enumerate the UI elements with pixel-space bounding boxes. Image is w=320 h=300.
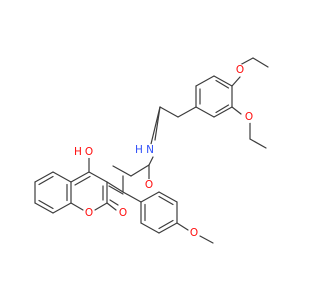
svg-text:H: H	[135, 144, 143, 156]
svg-text:O: O	[119, 207, 127, 219]
central-carbon-bonds	[106, 175, 142, 203]
svg-text:O: O	[245, 111, 253, 123]
methoxyphenyl-ring	[140, 191, 178, 234]
atom-h-hydroxy: H	[73, 146, 83, 158]
svg-text:O: O	[145, 179, 153, 191]
molecule-structure-diagram: O O N H O O H O O O	[34, 57, 269, 244]
atom-o-ethoxy-meta: O	[243, 111, 255, 123]
coumarin-benzo-ring	[34, 171, 72, 214]
atom-n-amide: N	[144, 144, 156, 156]
atom-o-hydroxy: O	[83, 146, 95, 158]
atom-o-carbonyl: O	[143, 179, 155, 191]
svg-text:N: N	[146, 144, 154, 156]
atom-o-lactone: O	[117, 207, 129, 219]
svg-text:O: O	[236, 64, 244, 76]
ethyl-linker	[150, 106, 197, 145]
amide-group	[108, 156, 154, 195]
atom-h-amide: H	[134, 144, 144, 156]
atom-o-ring: O	[83, 207, 95, 219]
svg-text:O: O	[190, 227, 198, 239]
diethoxyphenyl-ring	[195, 75, 233, 118]
atom-o-methoxy: O	[188, 227, 200, 239]
svg-text:O: O	[85, 207, 93, 219]
coumarin-pyranone-ring	[70, 156, 119, 211]
para-ethoxy-chain	[231, 57, 269, 87]
atom-o-ethoxy-para: O	[234, 64, 246, 76]
meta-ethoxy-chain	[231, 106, 267, 149]
methoxy-group	[176, 222, 214, 244]
svg-text:O: O	[85, 146, 93, 158]
svg-text:H: H	[74, 146, 82, 158]
